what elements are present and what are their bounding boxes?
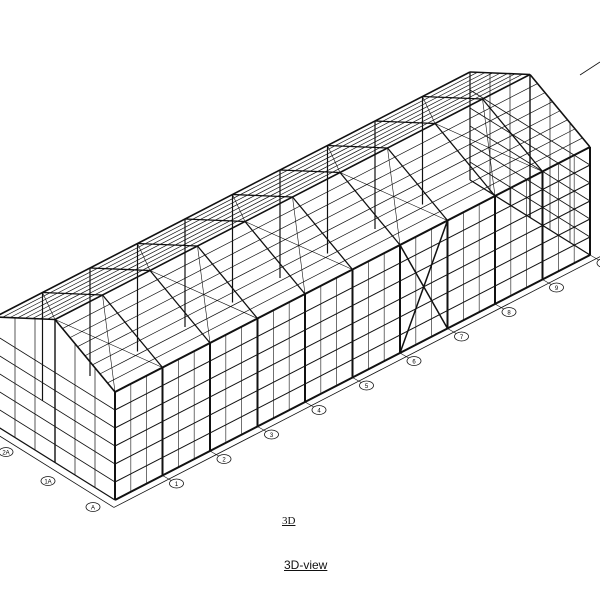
rafter bbox=[374, 120, 436, 125]
north-arrow bbox=[579, 61, 600, 76]
roof-bracing bbox=[137, 243, 151, 271]
slab-edge bbox=[113, 256, 600, 508]
rafter bbox=[196, 245, 259, 319]
grid-leader bbox=[589, 254, 600, 262]
roof-bracing bbox=[149, 270, 258, 319]
grid-front-bubble bbox=[406, 356, 422, 366]
grid-front-bubble bbox=[549, 282, 564, 293]
rafter bbox=[149, 270, 211, 344]
rafter bbox=[54, 318, 116, 393]
roof-bracing bbox=[42, 292, 56, 320]
wall-girt bbox=[114, 218, 591, 465]
rafter bbox=[339, 172, 401, 246]
rafter bbox=[279, 169, 341, 174]
rafter bbox=[434, 123, 496, 197]
roof-bracing bbox=[339, 172, 448, 221]
wall-bracing bbox=[399, 244, 449, 329]
grid-front-bubble bbox=[169, 478, 184, 489]
rafter bbox=[89, 267, 151, 272]
end-wall-girt bbox=[0, 391, 116, 465]
rafter bbox=[232, 193, 293, 198]
grid-front-bubble bbox=[454, 331, 469, 342]
wall-girt bbox=[114, 182, 591, 429]
grid-front-label: 4 bbox=[317, 409, 321, 415]
view-title: 3D-view bbox=[284, 558, 328, 572]
grid-side-bubble bbox=[0, 447, 14, 457]
grid-front-label: 7 bbox=[460, 335, 464, 341]
end-wall-girt bbox=[0, 337, 116, 411]
grid-front-bubble bbox=[359, 380, 374, 391]
rafter bbox=[244, 221, 306, 295]
end-wall-girt bbox=[0, 373, 116, 447]
grid-front-label: 3 bbox=[270, 433, 274, 439]
grid-side-bubble bbox=[85, 502, 101, 512]
rafter bbox=[0, 316, 56, 321]
rafter bbox=[422, 95, 483, 100]
rafter bbox=[469, 71, 531, 76]
roof-bracing bbox=[422, 96, 436, 124]
view-tag: 3D bbox=[282, 515, 296, 527]
rafter bbox=[184, 218, 246, 223]
end-wall-base bbox=[0, 427, 116, 501]
grid-front-label: 9 bbox=[555, 286, 559, 292]
rafter bbox=[137, 242, 198, 247]
grid-front-label: 1 bbox=[175, 482, 179, 488]
rafter bbox=[529, 73, 591, 148]
roof-bracing bbox=[54, 319, 163, 368]
ridge bbox=[54, 73, 531, 321]
rafter bbox=[327, 144, 388, 149]
grid-side-bubble bbox=[40, 476, 56, 486]
roof-bracing bbox=[244, 221, 353, 270]
end-wall-girt bbox=[0, 355, 116, 429]
grid-front-label: 5 bbox=[365, 384, 369, 390]
grid-side-label: 2A bbox=[2, 451, 9, 457]
grid-front-label: 6 bbox=[412, 360, 416, 366]
end-wall-girt bbox=[0, 409, 116, 483]
grid-front-label: 8 bbox=[507, 311, 511, 317]
grid-side-label: 1A bbox=[44, 480, 51, 486]
roof-bracing bbox=[434, 123, 543, 172]
rafter bbox=[481, 98, 544, 172]
rafter bbox=[42, 291, 103, 296]
grid-front-bubble bbox=[596, 258, 600, 268]
roof-bracing bbox=[232, 194, 246, 222]
grid-front-bubble bbox=[501, 307, 517, 317]
roof-bracing bbox=[327, 145, 341, 173]
back-eave bbox=[0, 71, 471, 316]
rafter bbox=[101, 294, 164, 368]
grid-front-bubble bbox=[216, 454, 232, 464]
rafter bbox=[386, 147, 449, 221]
grid-front-bubble bbox=[311, 405, 327, 415]
rafter bbox=[291, 196, 354, 270]
grid-front-label: 2 bbox=[222, 458, 226, 464]
grid-front-bubble bbox=[264, 429, 279, 440]
wall-girt bbox=[114, 200, 591, 447]
slab-edge bbox=[0, 435, 115, 508]
grid-side-label: A bbox=[91, 506, 95, 512]
